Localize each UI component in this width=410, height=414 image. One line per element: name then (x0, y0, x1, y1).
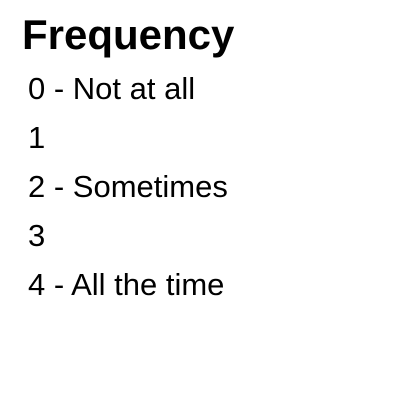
scale-item-4: 4 - All the time (28, 267, 225, 302)
scale-item-0: 0 - Not at all (28, 71, 196, 106)
scale-item-2: 2 - Sometimes (28, 169, 228, 204)
scale-item-3: 3 (28, 218, 46, 253)
scale-item-1: 1 (28, 120, 46, 155)
frequency-scale-list: 0 - Not at all 1 2 - Sometimes 3 4 - All… (22, 64, 410, 309)
legend-title: Frequency (22, 11, 235, 58)
